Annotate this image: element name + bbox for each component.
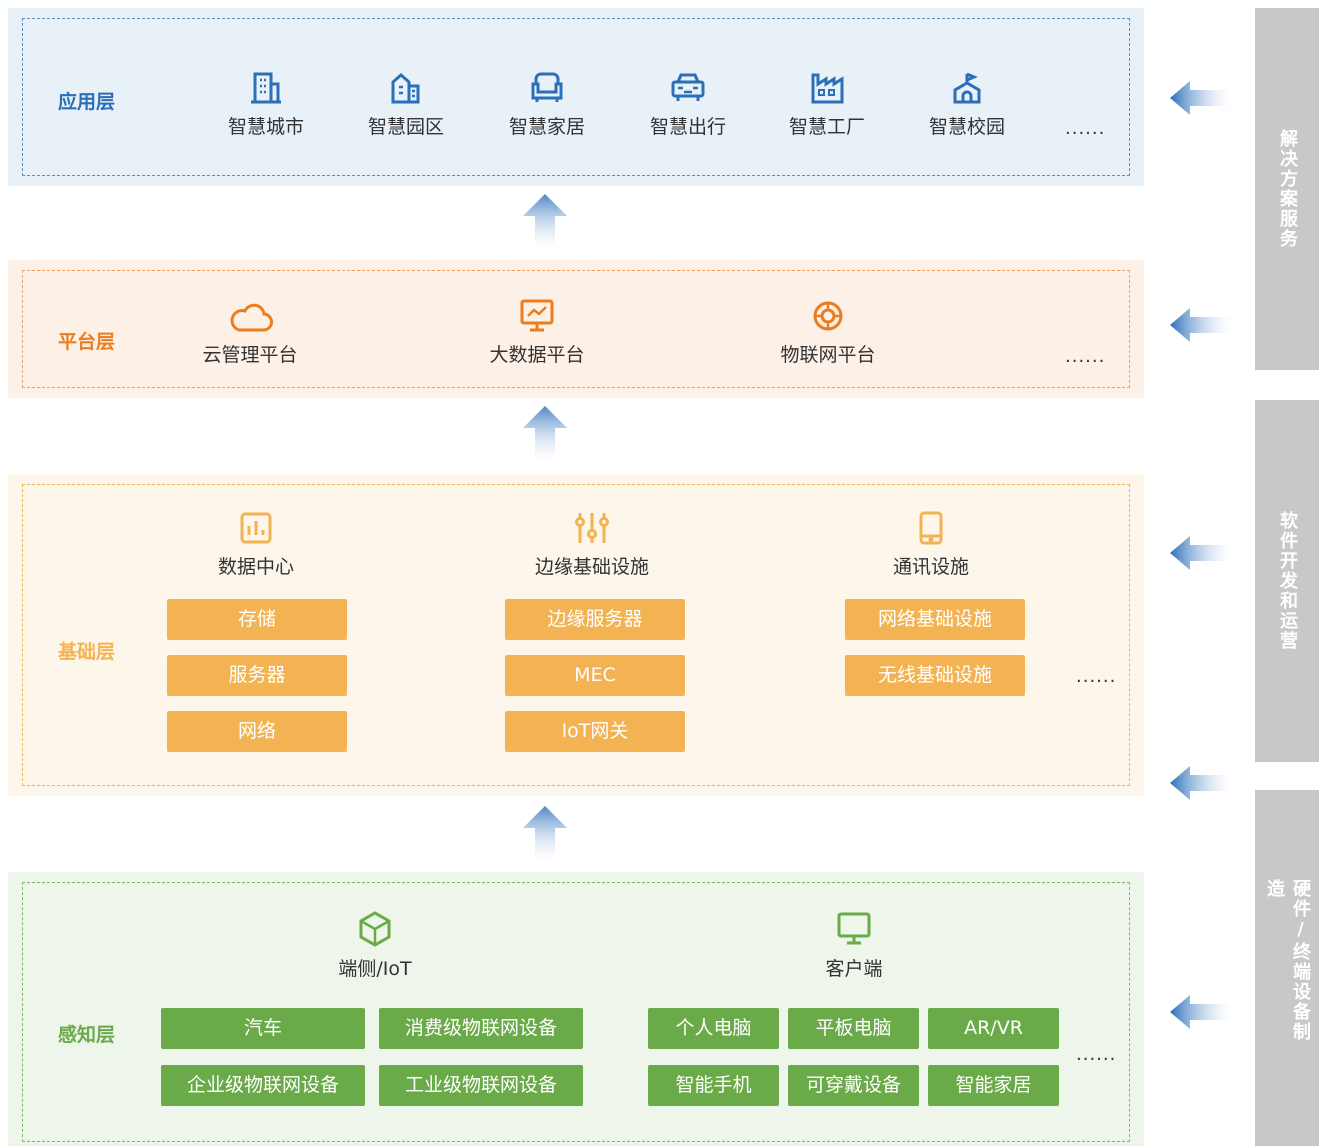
office-icon <box>391 73 420 104</box>
app-item-label: 智慧园区 <box>367 116 444 138</box>
app-item-label: 智慧工厂 <box>788 116 865 138</box>
car-icon <box>671 73 705 101</box>
platform-item-iot[interactable]: 物联网平台 <box>768 298 888 367</box>
left-arrow-2 <box>1170 308 1232 342</box>
sensing-chip-consumer-iot[interactable]: 消费级物联网设备 <box>379 1008 583 1049</box>
target-icon <box>813 301 843 331</box>
platform-item-bigdata[interactable]: 大数据平台 <box>477 298 597 367</box>
sensing-dashed-border <box>22 882 1130 1142</box>
monitor-chart-icon <box>520 299 554 332</box>
base-layer-title: 基础层 <box>58 641 116 663</box>
base-chip-storage[interactable]: 存储 <box>167 599 347 640</box>
base-group-comm[interactable]: 通讯设施 <box>871 510 991 579</box>
sensing-chip-enterprise-iot[interactable]: 企业级物联网设备 <box>161 1065 365 1106</box>
up-arrow-3 <box>523 806 567 862</box>
phone-icon <box>919 511 943 545</box>
sidebar-label: 硬件/终端设备制造 <box>1264 879 1311 1042</box>
platform-layer: 平台层 云管理平台 大数据平台 物联网平台 ...... <box>8 260 1144 398</box>
sensing-group-label: 端侧/IoT <box>338 958 412 980</box>
factory-icon <box>811 73 844 104</box>
app-item-smart-mobility[interactable]: 智慧出行 <box>643 70 733 139</box>
application-layer-title: 应用层 <box>58 91 116 113</box>
sensing-group-client[interactable]: 客户端 <box>794 910 914 981</box>
application-more: ...... <box>1065 118 1106 139</box>
base-chip-edge-server[interactable]: 边缘服务器 <box>505 599 685 640</box>
platform-more: ...... <box>1065 346 1106 367</box>
platform-item-label: 大数据平台 <box>489 344 585 366</box>
base-layer: 基础层 数据中心 边缘基础设施 通讯设施 存储 服务器 网络 边缘服务器 MEC… <box>8 474 1144 796</box>
sidebar-software-dev: 软件开发和运营 <box>1255 400 1319 762</box>
sidebar-solution-service: 解决方案服务 <box>1255 8 1319 370</box>
base-chip-server[interactable]: 服务器 <box>167 655 347 696</box>
sidebar-hardware-manufacturing: 硬件/终端设备制造 <box>1255 790 1319 1146</box>
sofa-icon <box>531 72 563 102</box>
school-icon <box>953 72 981 104</box>
monitor-icon <box>837 912 871 945</box>
app-item-smart-campus[interactable]: 智慧校园 <box>922 70 1012 139</box>
sidebar-label: 解决方案服务 <box>1277 129 1298 249</box>
base-chip-wireless-infra[interactable]: 无线基础设施 <box>845 655 1025 696</box>
application-layer: 应用层 智慧城市 智慧园区 智慧家居 智慧出行 智慧工厂 <box>8 8 1144 186</box>
platform-item-label: 云管理平台 <box>202 344 298 366</box>
platform-layer-title: 平台层 <box>58 331 116 353</box>
left-arrow-4 <box>1170 766 1232 800</box>
sensing-chip-smarthome[interactable]: 智能家居 <box>928 1065 1059 1106</box>
left-arrow-3 <box>1170 536 1232 570</box>
sensing-chip-arvr[interactable]: AR/VR <box>928 1008 1059 1049</box>
left-arrow-5 <box>1170 995 1232 1029</box>
app-item-label: 智慧出行 <box>649 116 726 138</box>
building-icon <box>251 72 281 104</box>
app-item-smart-park[interactable]: 智慧园区 <box>361 70 451 139</box>
sensing-chip-tablet[interactable]: 平板电脑 <box>788 1008 919 1049</box>
application-dashed-border <box>22 18 1130 176</box>
base-chip-network-infra[interactable]: 网络基础设施 <box>845 599 1025 640</box>
base-group-edge[interactable]: 边缘基础设施 <box>512 510 672 579</box>
base-dashed-border <box>22 484 1130 786</box>
sensing-chip-car[interactable]: 汽车 <box>161 1008 365 1049</box>
platform-item-cloud[interactable]: 云管理平台 <box>190 298 310 367</box>
up-arrow-2 <box>523 406 567 462</box>
sliders-icon <box>575 513 609 543</box>
sensing-group-label: 客户端 <box>825 958 883 980</box>
sensing-group-iot[interactable]: 端侧/IoT <box>315 910 435 981</box>
platform-dashed-border <box>22 270 1130 388</box>
app-item-label: 智慧校园 <box>928 116 1005 138</box>
app-item-label: 智慧城市 <box>227 116 304 138</box>
app-item-label: 智慧家居 <box>508 116 585 138</box>
left-arrow-1 <box>1170 81 1232 115</box>
cloud-icon <box>230 303 273 332</box>
base-group-label: 通讯设施 <box>892 556 969 578</box>
bar-chart-icon <box>240 512 272 544</box>
sensing-chip-wearable[interactable]: 可穿戴设备 <box>788 1065 919 1106</box>
base-group-label: 数据中心 <box>217 556 294 578</box>
app-item-smart-home[interactable]: 智慧家居 <box>502 70 592 139</box>
base-more: ...... <box>1076 666 1117 687</box>
base-chip-iot-gateway[interactable]: IoT网关 <box>505 711 685 752</box>
app-item-smart-factory[interactable]: 智慧工厂 <box>782 70 872 139</box>
platform-item-label: 物联网平台 <box>780 344 876 366</box>
sidebar-label: 软件开发和运营 <box>1277 511 1298 651</box>
sensing-chip-industrial-iot[interactable]: 工业级物联网设备 <box>379 1065 583 1106</box>
up-arrow-1 <box>523 194 567 250</box>
sensing-more: ...... <box>1076 1044 1117 1065</box>
cube-icon <box>359 911 391 947</box>
base-chip-network[interactable]: 网络 <box>167 711 347 752</box>
app-item-smart-city[interactable]: 智慧城市 <box>221 70 311 139</box>
base-group-label: 边缘基础设施 <box>534 556 649 578</box>
sensing-layer-title: 感知层 <box>58 1024 116 1046</box>
base-group-datacenter[interactable]: 数据中心 <box>196 510 316 579</box>
base-chip-mec[interactable]: MEC <box>505 655 685 696</box>
sensing-chip-smartphone[interactable]: 智能手机 <box>648 1065 779 1106</box>
sensing-layer: 感知层 端侧/IoT 客户端 汽车 消费级物联网设备 企业级物联网设备 工业级物… <box>8 872 1144 1146</box>
sensing-chip-pc[interactable]: 个人电脑 <box>648 1008 779 1049</box>
